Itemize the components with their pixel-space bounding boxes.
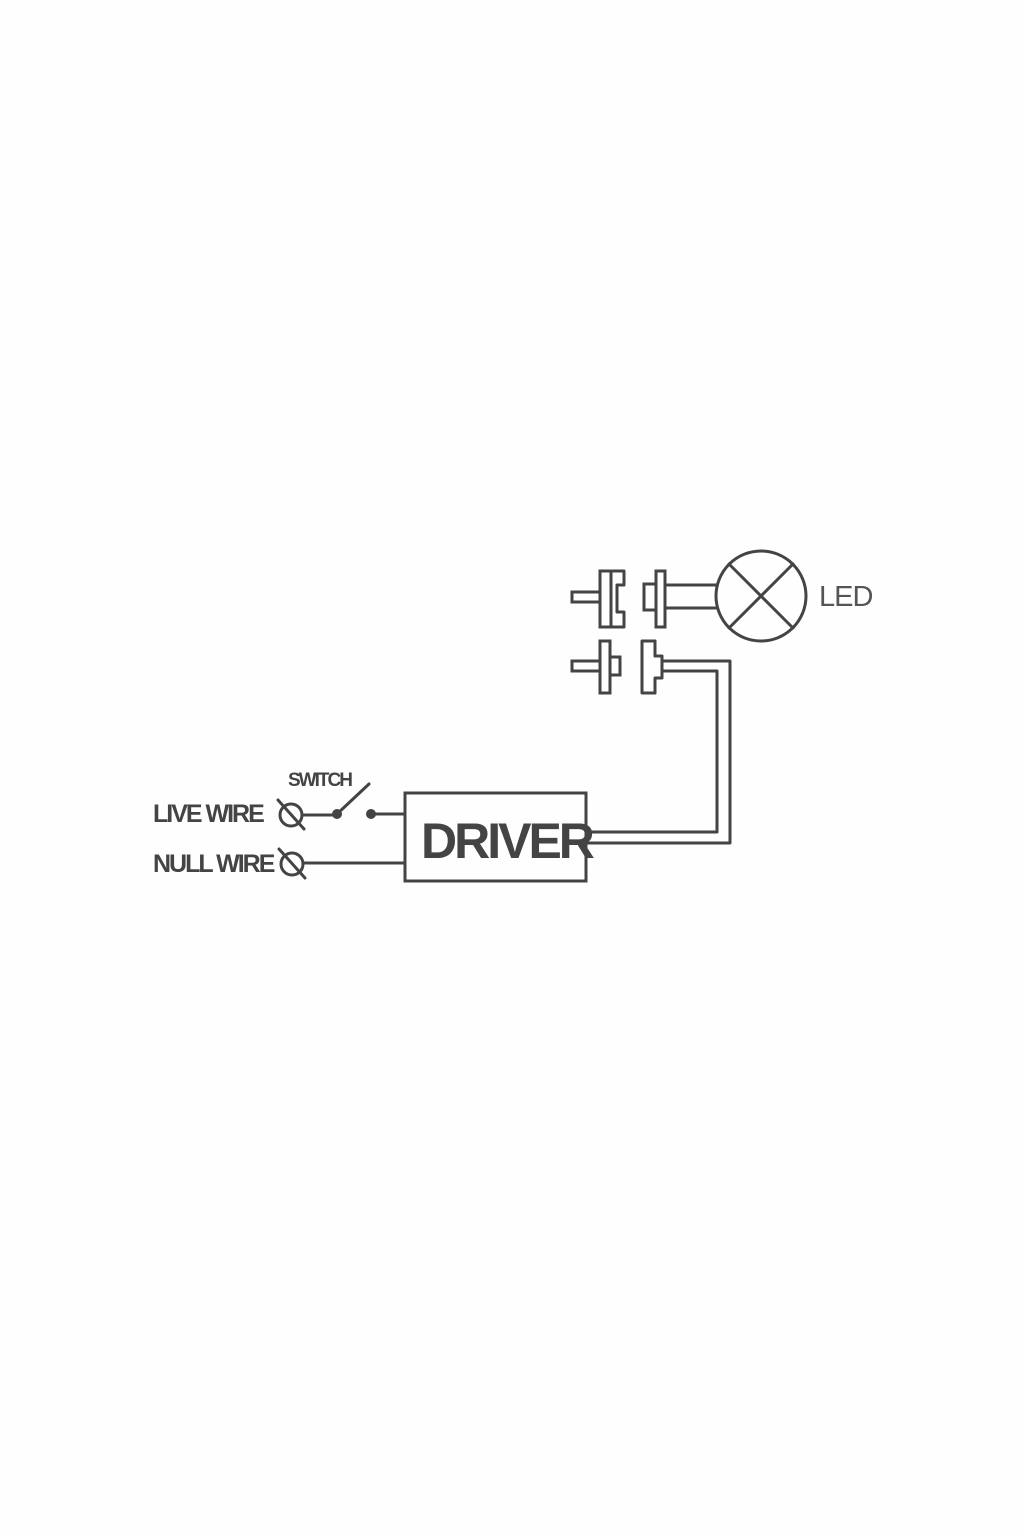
upper-left-connector-icon [570, 569, 626, 629]
lower-left-connector-icon [570, 639, 622, 695]
null-terminal-icon [277, 847, 307, 880]
live-terminal-icon [276, 798, 306, 831]
upper-right-connector-icon [642, 569, 720, 629]
switch-icon [332, 782, 376, 819]
live-wire-label: LIVE WIRE [153, 800, 264, 828]
driver-output-cable [584, 659, 732, 845]
led-lamp-icon [714, 549, 808, 643]
switch-label: SWITCH [288, 770, 352, 791]
led-label: LED [819, 581, 872, 613]
driver-label: DRIVER [421, 813, 595, 869]
lower-right-connector-icon [640, 639, 670, 695]
driver-box: DRIVER [403, 791, 598, 883]
null-wire-label: NULL WIRE [153, 850, 275, 878]
